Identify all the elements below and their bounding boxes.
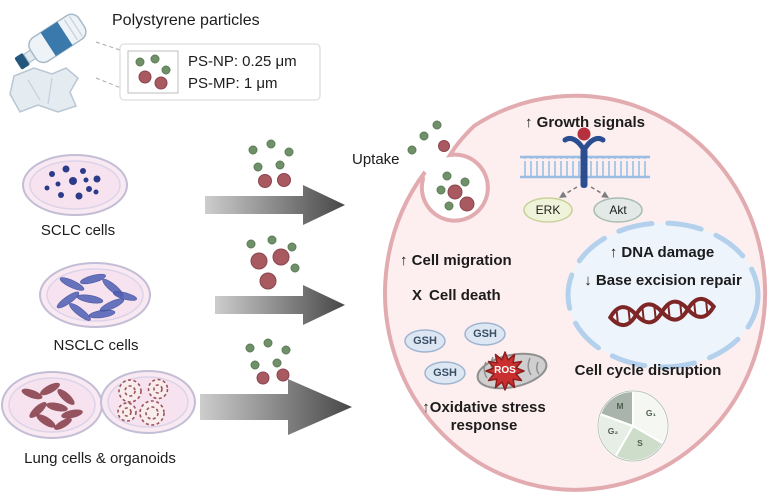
nucleus (565, 220, 761, 370)
dish-organoids (100, 370, 196, 434)
diagram-title: Polystyrene particles (112, 12, 260, 29)
label-akt: Akt (609, 203, 627, 217)
dish-lung-cells (1, 371, 103, 439)
label-cell-migration: ↑ Cell migration (400, 252, 512, 269)
label-gsh-3: GSH (433, 367, 457, 379)
ros-star-icon (485, 351, 525, 391)
arrow-top (205, 185, 345, 225)
dish-sclc (22, 154, 128, 216)
uptake-particles (407, 120, 475, 212)
arrow-bottom (200, 379, 352, 435)
label-uptake: Uptake (352, 151, 400, 168)
label-cell-death: X Cell death (412, 287, 501, 304)
erk-oval (523, 197, 573, 223)
label-growth-signals: ↑ Growth signals (524, 114, 645, 131)
membrane-receptor-icon (520, 127, 650, 223)
arrow-middle (215, 285, 345, 325)
dish-nsclc (39, 262, 151, 328)
bottle-icon (14, 13, 87, 70)
legend-box (95, 41, 321, 101)
label-gsh-1: GSH (413, 335, 437, 347)
label-oxidative-1: ↑Oxidative stress (422, 399, 546, 416)
particle-swatch (127, 50, 179, 94)
label-gsh-2: GSH (473, 328, 497, 340)
label-phase-g2: G₂ (607, 426, 619, 436)
gsh-ovals (404, 322, 506, 385)
label-base-excision: ↓ Base excision repair (584, 272, 742, 289)
label-erk: ERK (535, 203, 561, 217)
label-phase-g1: G₁ (645, 408, 657, 418)
particle-cluster-2 (246, 235, 300, 290)
plastic-bag-icon (9, 67, 79, 113)
label-oxidative-2: response (450, 417, 518, 434)
legend-psnp: PS-NP: 0.25 μm (188, 53, 297, 70)
particle-cluster-3 (245, 338, 291, 385)
cell-cycle-pie (597, 389, 669, 462)
label-lung: Lung cells & organoids (24, 450, 176, 467)
dna-helix-icon (608, 296, 716, 328)
label-phase-m: M (616, 401, 624, 411)
label-sclc: SCLC cells (40, 222, 116, 239)
akt-oval (593, 197, 643, 223)
label-dna-damage: ↑ DNA damage (609, 244, 715, 261)
label-ros: ROS (494, 365, 516, 376)
label-nsclc: NSCLC cells (53, 337, 139, 354)
legend-psmp: PS-MP: 1 μm (188, 75, 278, 92)
label-cell-cycle: Cell cycle disruption (574, 362, 722, 379)
particle-cluster-1 (248, 139, 294, 188)
cell-death-x: X (412, 287, 423, 304)
cell-death-text: Cell death (429, 287, 501, 304)
label-phase-s: S (637, 438, 643, 448)
